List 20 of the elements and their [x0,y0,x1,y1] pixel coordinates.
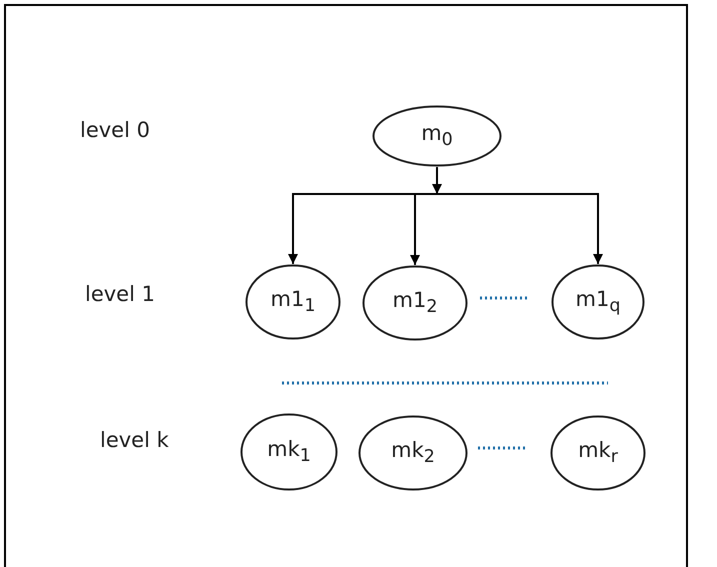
level-label: level k [100,428,169,452]
ellipse-node [358,415,468,491]
node-label: m1$_{1}$ [270,287,316,317]
arrow [437,193,603,264]
node-label: mk$_{r}$ [578,438,618,468]
node-label: m1$_{q}$ [576,287,620,317]
level-label: level 0 [80,118,150,142]
ellipse-node [362,265,468,341]
node-label: m1$_{2}$ [392,288,438,318]
node-label: mk$_{1}$ [267,437,311,467]
ellipse-node [245,264,341,340]
arrow [432,167,442,194]
ellipse-node [372,105,502,167]
node-label: m$_{0}$ [421,121,453,151]
ellipse-node [551,264,645,340]
node-label: mk$_{2}$ [391,438,435,468]
arrow [410,193,437,265]
ellipse-node [240,413,338,491]
level-label: level 1 [85,282,155,306]
ellipse-node [550,415,646,491]
